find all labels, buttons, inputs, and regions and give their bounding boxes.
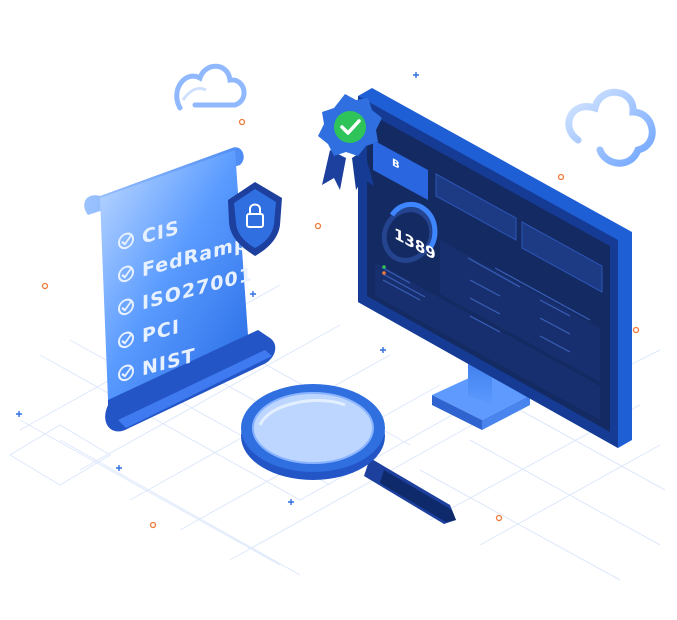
check-circle-icon xyxy=(118,364,134,382)
check-circle-icon xyxy=(118,265,134,283)
cloud-icon xyxy=(174,63,247,111)
magnifying-glass-icon xyxy=(241,384,456,524)
shield-lock-icon xyxy=(228,182,282,256)
check-icon xyxy=(121,301,132,312)
check-circle-icon xyxy=(118,232,134,250)
check-icon xyxy=(121,367,132,378)
check-icon xyxy=(121,268,132,279)
monitor: B 1389 xyxy=(358,88,632,448)
verified-ribbon-icon xyxy=(318,94,382,190)
compliance-scroll: CIS FedRamp ISO27001 PCI NIST xyxy=(84,147,276,432)
cloud-icon-large xyxy=(565,88,656,167)
check-circle-icon xyxy=(118,331,134,349)
check-circle-icon xyxy=(118,298,134,316)
check-icon xyxy=(121,334,132,345)
grade-card xyxy=(373,140,428,200)
grade-label: B xyxy=(392,156,400,172)
check-icon xyxy=(121,235,132,246)
decorative-sparkles xyxy=(16,72,640,529)
